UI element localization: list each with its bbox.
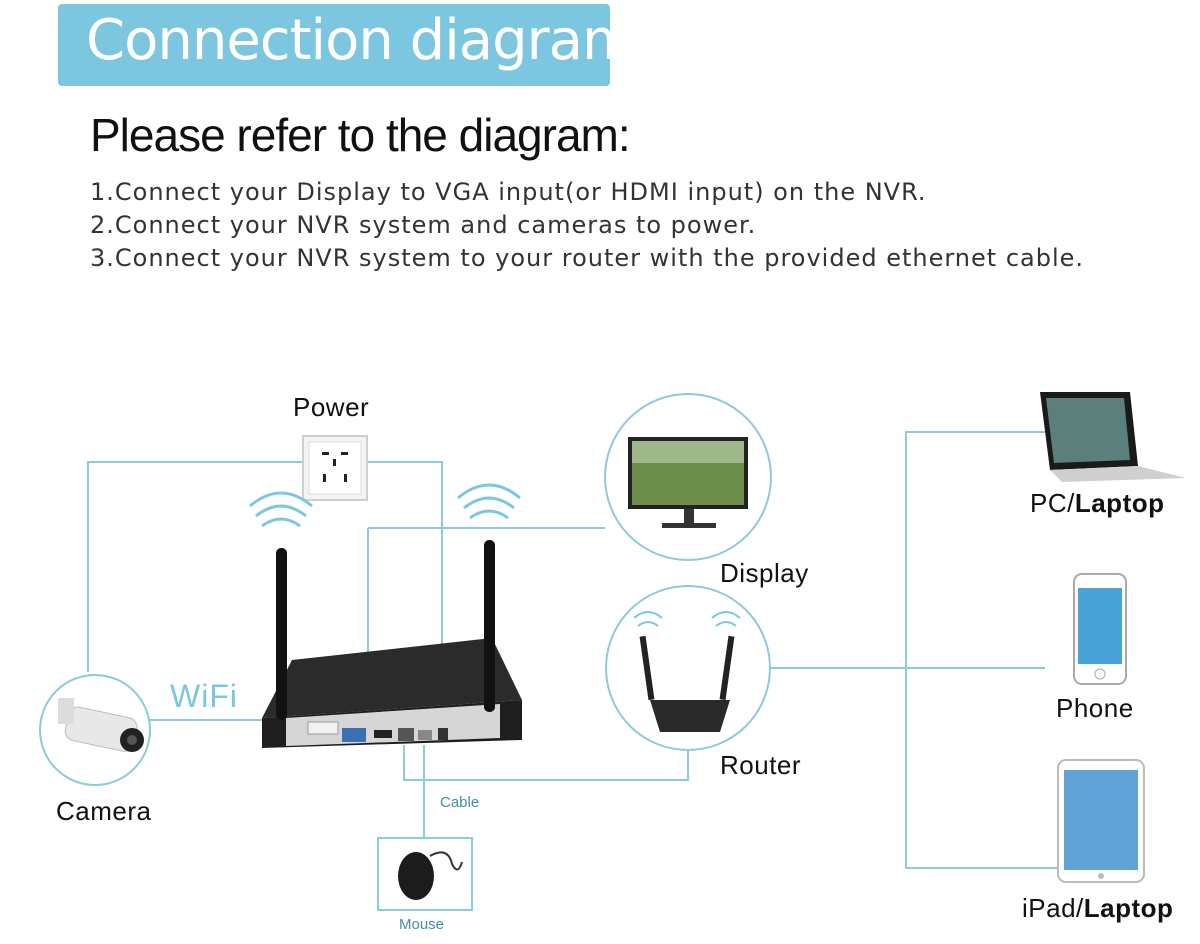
- router-label: Router: [720, 750, 802, 780]
- camera-icon: [39, 674, 151, 786]
- pc-label-prefix: PC/: [1030, 488, 1075, 518]
- camera-power-line: [87, 461, 302, 672]
- wifi-label: WiFi: [170, 678, 238, 714]
- tablet-icon: [1057, 759, 1145, 883]
- page-title: Connection diagram: [86, 8, 637, 73]
- connector-lines: [87, 431, 1060, 869]
- laptop-icon: [1040, 392, 1186, 482]
- pc-label-bold: Laptop: [1074, 488, 1165, 518]
- nvr-router-cable: [403, 745, 689, 781]
- camera-label: Camera: [56, 796, 152, 826]
- display-label: Display: [720, 558, 809, 588]
- router-icon: [605, 585, 771, 751]
- devices-bracket: [905, 431, 1060, 869]
- power-label: Power: [293, 392, 370, 422]
- display-monitor-icon: [604, 393, 772, 561]
- phone-icon: [1073, 573, 1127, 685]
- instruction-step: 3.Connect your NVR system to your router…: [90, 244, 1085, 272]
- instruction-step: 2.Connect your NVR system and cameras to…: [90, 211, 757, 239]
- mouse-label: Mouse: [399, 916, 445, 933]
- phone-label: Phone: [1056, 693, 1134, 723]
- title-banner: Connection diagram: [58, 4, 637, 86]
- ipad-label-prefix: iPad/: [1022, 893, 1084, 923]
- instruction-list: 1.Connect your Display to VGA input(or H…: [90, 176, 1084, 275]
- pc-laptop-label: PC/Laptop: [1030, 488, 1165, 519]
- power-socket-icon: [302, 435, 368, 501]
- ipad-label-bold: Laptop: [1083, 893, 1174, 923]
- ipad-laptop-label: iPad/Laptop: [1022, 893, 1173, 924]
- mouse-icon: [377, 837, 473, 911]
- nvr-recorder-icon: [249, 483, 522, 748]
- instruction-step: 1.Connect your Display to VGA input(or H…: [90, 178, 927, 206]
- page-subtitle: Please refer to the diagram:: [90, 109, 631, 161]
- cable-label: Cable: [440, 794, 480, 811]
